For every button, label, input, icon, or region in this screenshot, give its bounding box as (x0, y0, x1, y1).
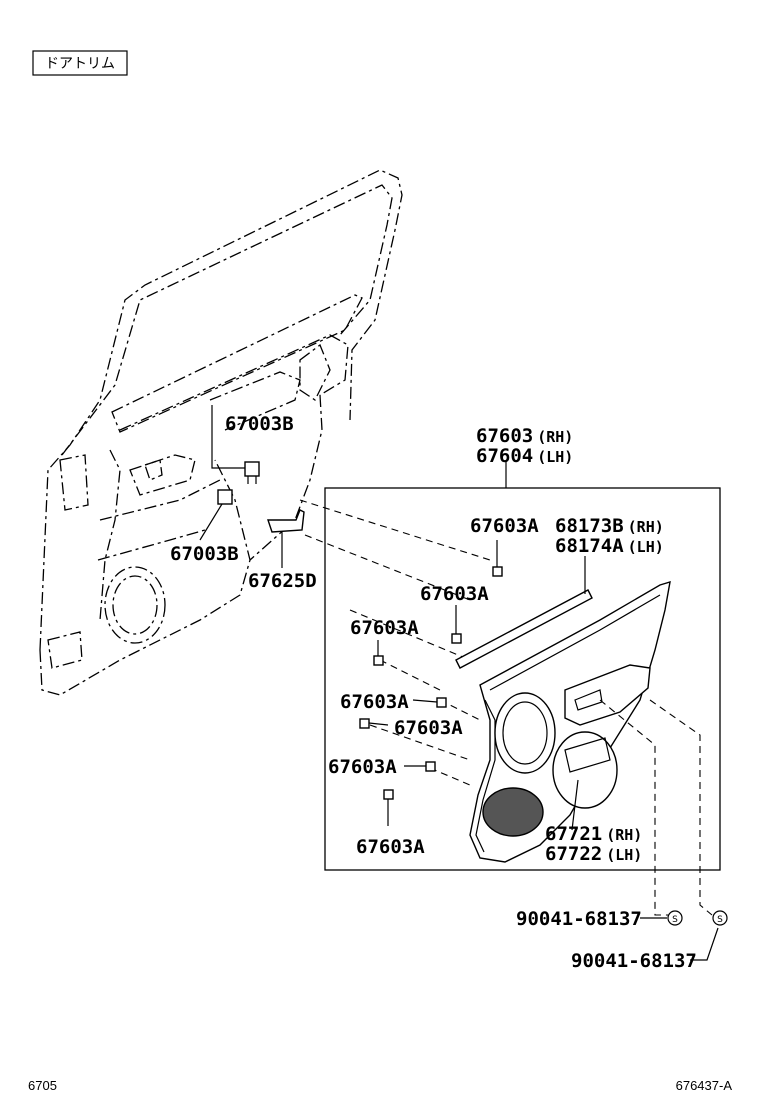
door-trim-board (469, 581, 671, 863)
label-67625d: 67625D (248, 570, 317, 592)
weatherstrip-68173b (455, 589, 593, 669)
label-clip-7: 67603A (356, 836, 425, 858)
label-clip-3: 67603A (350, 617, 419, 639)
rear-door-frame (39, 169, 403, 696)
leader-67003b-top (211, 405, 245, 469)
screw-1: S (667, 910, 683, 926)
screw-2-dashed (649, 699, 713, 916)
label-67603: 67603(RH) (476, 425, 573, 447)
svg-text:S: S (672, 915, 678, 925)
clip-67003b-bottom (217, 489, 233, 505)
section-title: ドアトリム (32, 50, 128, 76)
door-trim-assembly-box (324, 487, 721, 871)
label-67604: 67604(LH) (476, 445, 573, 467)
label-67721: 67721(RH) (545, 823, 642, 845)
label-67003b-bottom: 67003B (170, 543, 239, 565)
screw-2: S (712, 910, 728, 926)
label-clip-1: 67603A (470, 515, 539, 537)
speaker-grille (482, 787, 544, 837)
footer-right: 676437-A (676, 1078, 733, 1093)
bracket-67625d (267, 509, 305, 533)
label-68173b: 68173B(RH) (555, 515, 664, 537)
label-clip-5: 67603A (394, 717, 463, 739)
label-67722: 67722(LH) (545, 843, 642, 865)
leader-screw-2 (690, 927, 719, 961)
label-clip-2: 67603A (420, 583, 489, 605)
label-screw-2: 90041-68137 (571, 950, 697, 972)
label-screw-1: 90041-68137 (516, 908, 642, 930)
clip-67003b-top (244, 461, 260, 477)
label-clip-4: 67603A (340, 691, 409, 713)
label-67003b-top: 67003B (225, 413, 294, 435)
upper-speaker-ring (494, 692, 556, 774)
clip-marks (359, 566, 503, 800)
label-clip-6: 67603A (328, 756, 397, 778)
section-title-text: ドアトリム (45, 56, 115, 72)
svg-text:S: S (717, 915, 723, 925)
label-68174a: 68174A(LH) (555, 535, 664, 557)
leader-67721 (571, 779, 579, 831)
screw-1-dashed (599, 699, 668, 916)
leader-67003b-bottom (199, 503, 223, 541)
footer-left: 6705 (28, 1078, 57, 1093)
